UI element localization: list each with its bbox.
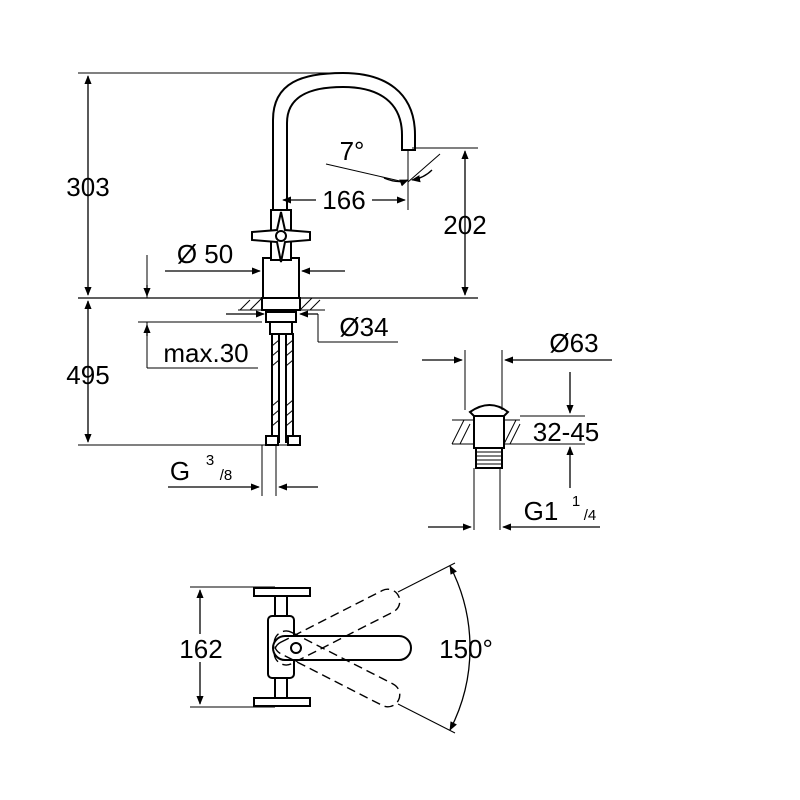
swivel-arc [449,565,471,731]
spout [272,71,416,211]
dim-waste-diameter-label: Ø63 [549,328,598,358]
dim-mount-hole: Ø34 [226,310,398,343]
waste-thread [475,447,503,469]
faucet-top-view [190,562,471,734]
dim-waste-diameter: Ø63 [422,328,612,410]
deck-gasket [261,297,301,311]
top-handle-upper [253,587,311,597]
handle-cap [275,230,287,242]
mounting-shank [269,321,293,335]
dim-spout-reach-label: 166 [322,185,365,215]
top-handle-lower-stem [274,677,288,699]
hose-fitting-right [287,435,301,446]
dim-spout-reach: 166 [282,150,409,215]
dim-waste-thread-den: /4 [584,507,597,524]
dim-mount-hole-label: Ø34 [339,312,388,342]
dim-below-deck: 495 [66,300,110,443]
dim-swivel-angle-label: 150° [439,634,493,664]
dim-spout-height: 202 [412,147,487,296]
dim-max-deck: max.30 [138,285,262,369]
waste-body [473,415,505,449]
dim-thread-main-num: 3 [206,452,214,469]
top-handle-lower [253,697,311,707]
dim-thread-main-den: /8 [220,467,233,484]
dim-waste-deck-label: 32-45 [533,417,600,447]
hose-fitting-left [265,435,279,446]
top-spout-swivel-lower [273,630,401,708]
dim-total-height-label: 303 [66,172,109,202]
dim-waste-thread-num: 1 [572,493,580,510]
dim-thread-main: G 3 /8 [168,452,318,491]
dim-spout-angle-label: 7° [340,136,365,166]
dim-handle-span: 162 [176,589,226,705]
faucet-front-view [78,71,478,496]
dim-thread-main-label: G [170,456,190,486]
dim-handle-span-label: 162 [179,634,222,664]
dim-waste-thread: G1 1 /4 [428,493,600,531]
pop-up-waste [451,404,521,530]
top-handle-upper-stem [274,595,288,617]
dim-max-deck-label: max.30 [163,338,248,368]
dim-waste-deck: 32-45 [520,372,599,488]
dim-body-diameter-label: Ø 50 [177,239,233,269]
dim-body-diameter: Ø 50 [146,239,345,298]
mounting-nut [265,311,297,323]
dim-spout-angle: 7° [325,136,441,187]
top-spout [272,635,412,661]
dim-total-height: 303 [66,75,110,296]
faucet-body [262,257,300,299]
supply-hose-right [285,333,294,443]
supply-hose-left [271,333,280,443]
dim-spout-height-label: 202 [443,210,486,240]
dim-below-deck-label: 495 [66,360,109,390]
dim-waste-thread-label: G1 [524,496,559,526]
top-spout-swivel-upper [273,588,401,666]
